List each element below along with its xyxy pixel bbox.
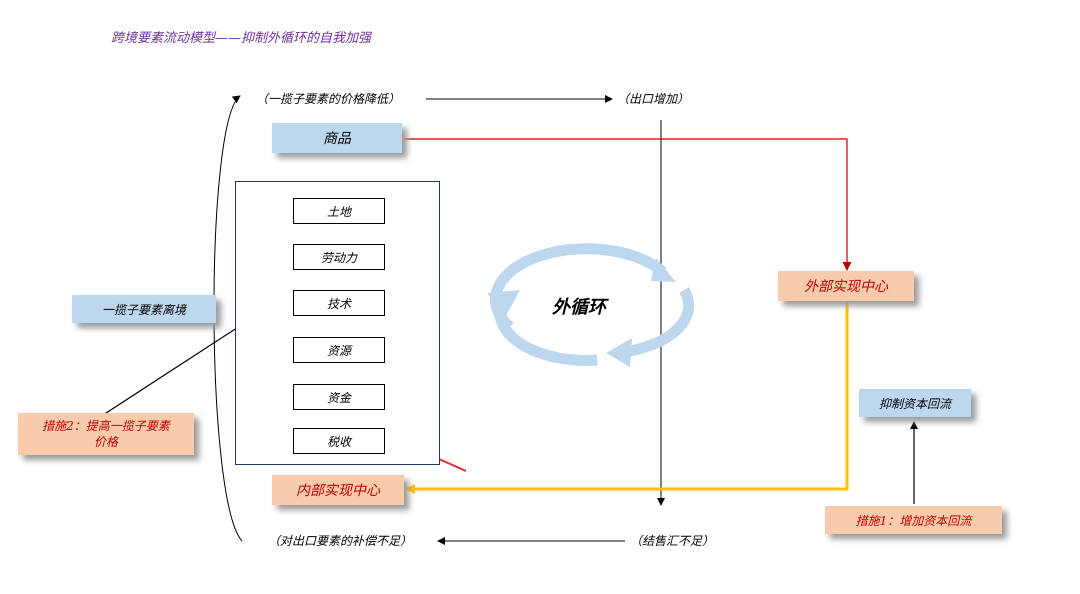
factor-labor: 劳动力 [293,244,385,270]
diagram-title: 跨境要素流动模型——抑制外循环的自我加强 [111,31,372,46]
note-export-increase: （出口增加） [617,92,690,106]
external-realization-center: 外部实现中心 [778,271,914,301]
internal-realization-center: 内部实现中心 [272,475,404,505]
measure2-line1: 措施2：提高一揽子要素 [42,419,170,433]
suppress-capital-return-box: 抑制资本回流 [859,389,971,417]
factor-capital: 资金 [293,384,385,410]
note-price-lower: （一揽子要素的价格降低） [256,92,401,106]
goods-box: 商品 [272,123,402,153]
measure2-box: 措施2：提高一揽子要素 价格 [18,413,194,455]
factor-group: 土地 劳动力 技术 资源 资金 税收 [235,181,440,465]
external-to-internal-line [405,300,849,494]
factor-outflow-box: 一揽子要素离境 [72,295,216,323]
factor-technology: 技术 [293,290,385,316]
measure1-box: 措施1：增加资本回流 [825,506,1002,534]
factor-resources: 资源 [293,337,385,363]
note-fx-settlement-insufficient: （结售汇不足） [630,534,715,548]
factor-land: 土地 [293,198,385,224]
factor-tax: 税收 [293,428,385,454]
external-cycle-label: 外循环 [552,297,606,318]
note-compensation-insufficient: （对出口要素的补偿不足） [268,534,413,548]
measure2-line2: 价格 [93,435,118,449]
goods-to-external-line [404,138,852,271]
cycle-arrows [490,243,695,366]
cycle-arrowheads [487,258,676,367]
